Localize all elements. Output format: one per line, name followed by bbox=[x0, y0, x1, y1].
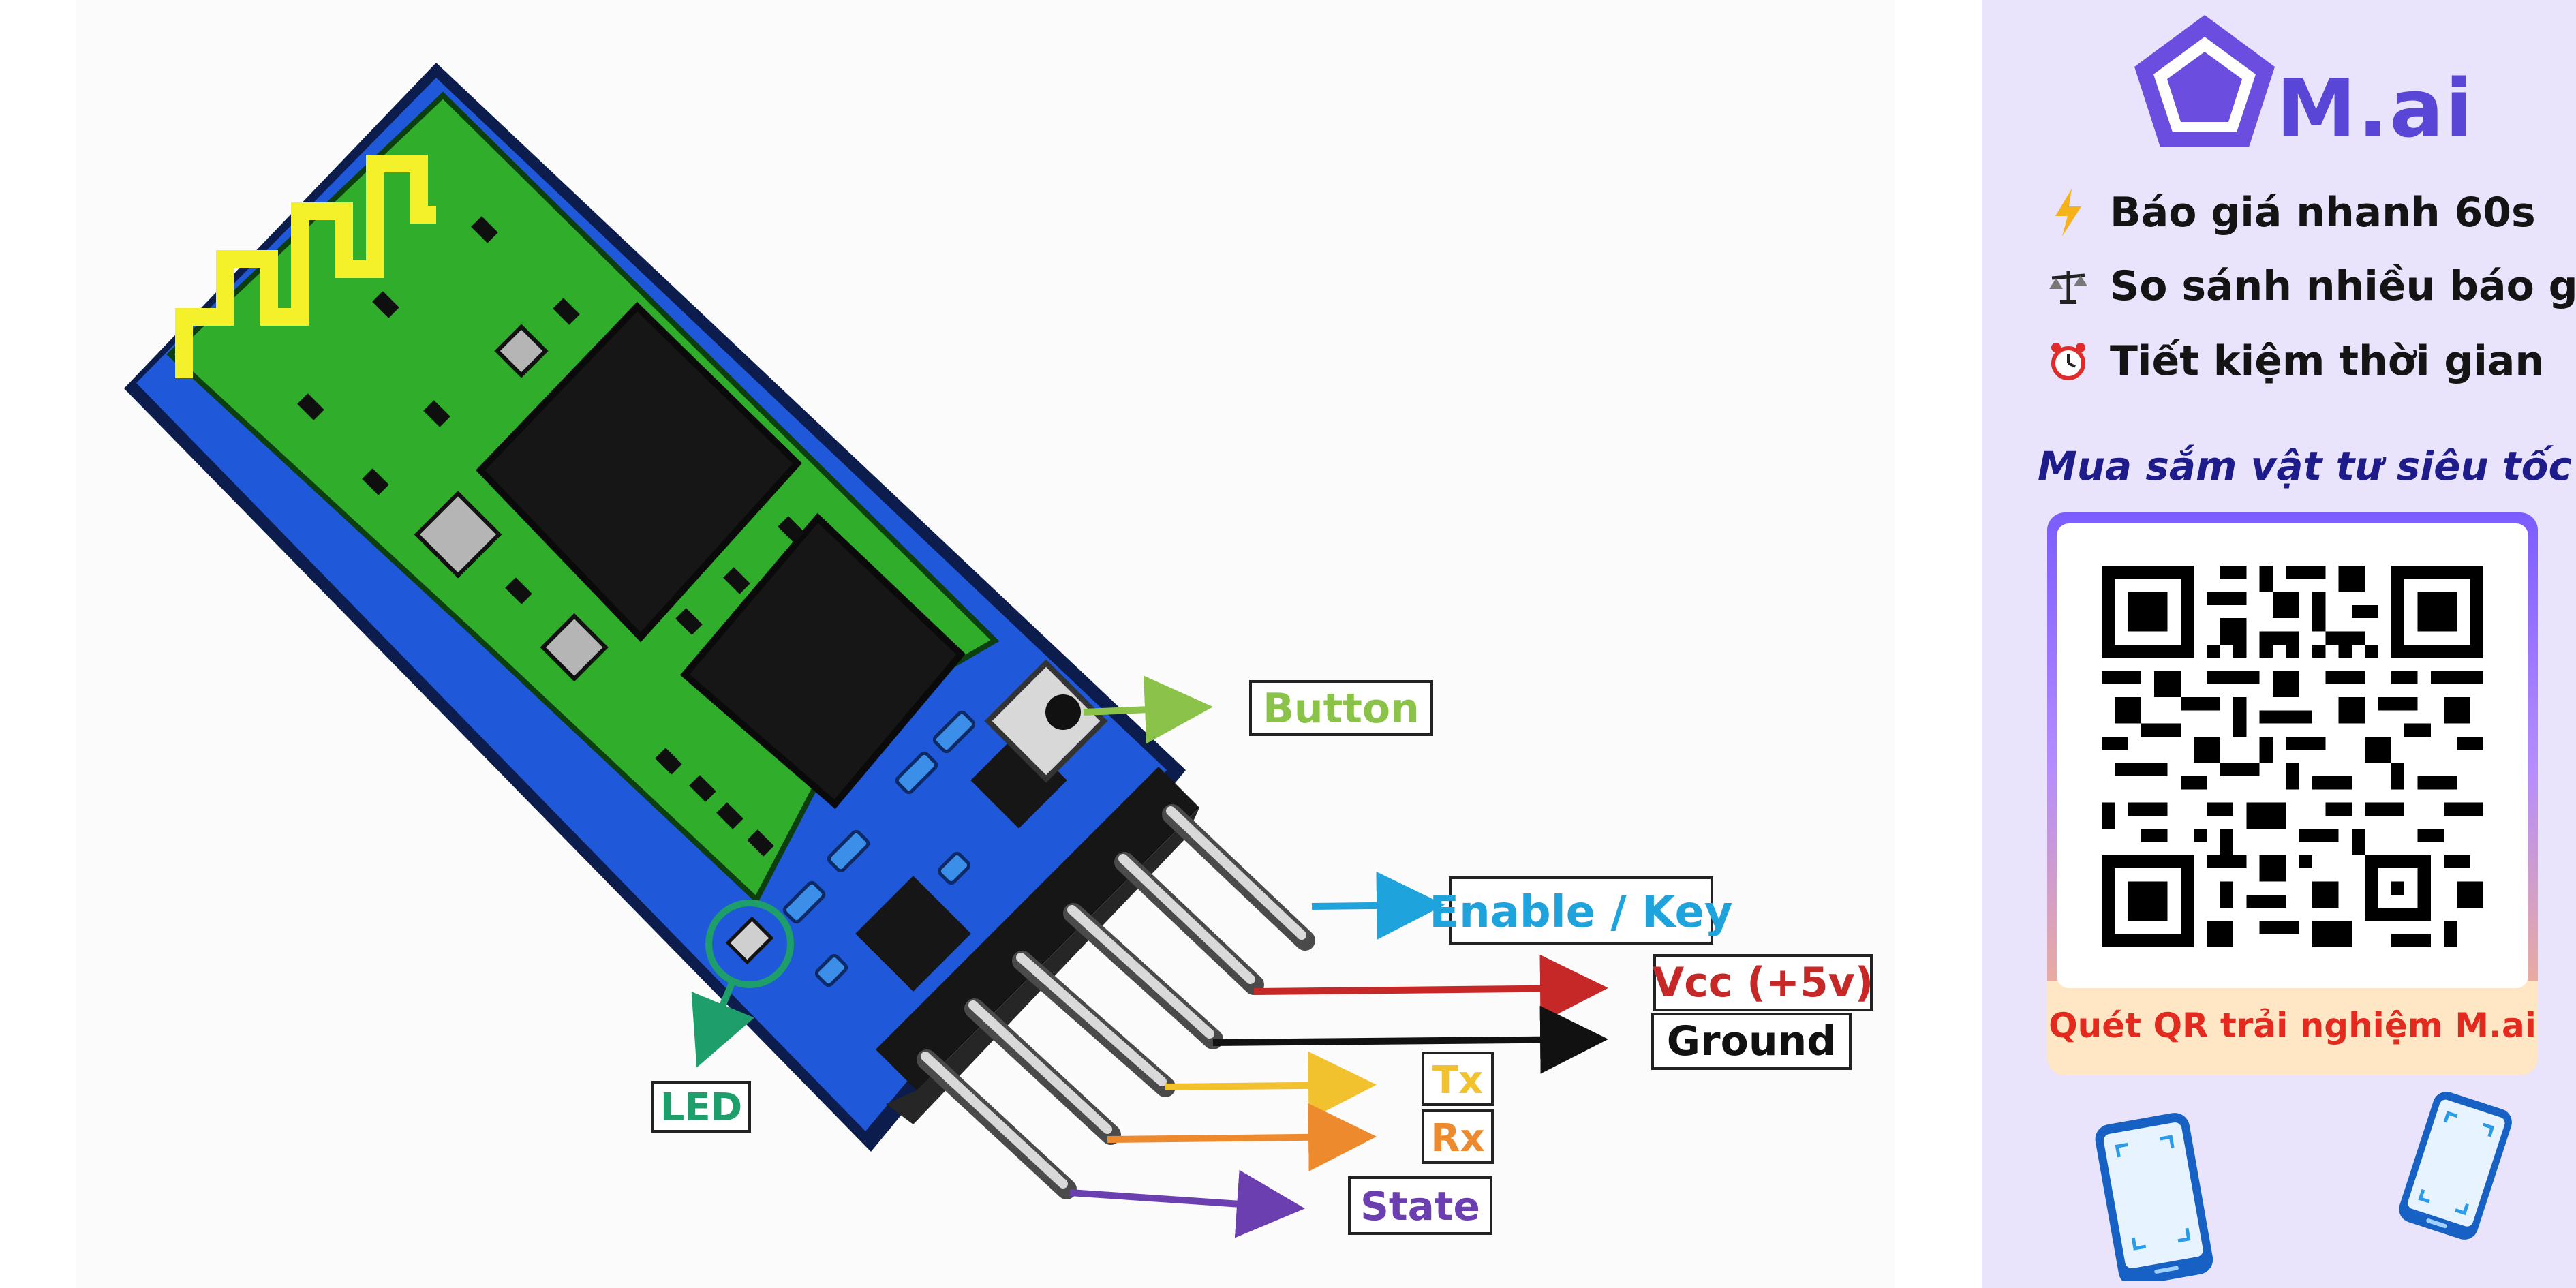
scale-icon bbox=[2044, 262, 2092, 310]
alarm-clock-icon bbox=[2044, 337, 2092, 385]
feature-text: Tiết kiệm thời gian bbox=[2110, 337, 2545, 385]
label-led-box: LED bbox=[651, 1081, 751, 1133]
pin-header bbox=[876, 767, 1315, 1199]
chip-flash bbox=[679, 512, 966, 810]
qr-card-footer bbox=[2047, 981, 2538, 1075]
label-tx: Tx bbox=[1432, 1058, 1483, 1103]
lightning-icon bbox=[2044, 189, 2092, 236]
label-enable-key-box: Enable / Key bbox=[1429, 876, 1733, 945]
label-tx-box: Tx bbox=[1422, 1052, 1494, 1106]
bluetooth-module-board bbox=[124, 63, 1186, 1152]
arrow-rx bbox=[1107, 1103, 1377, 1171]
label-ground: Ground bbox=[1667, 1017, 1836, 1065]
phone-scan-icon bbox=[2399, 1092, 2512, 1240]
arrow-enable-key bbox=[1311, 871, 1445, 940]
label-state-box: State bbox=[1348, 1176, 1492, 1235]
feature-item: Báo giá nhanh 60s bbox=[2044, 185, 2536, 240]
label-button: Button bbox=[1263, 685, 1420, 733]
label-rx: Rx bbox=[1430, 1116, 1484, 1161]
arrow-ground bbox=[1212, 1005, 1608, 1074]
feature-item: So sánh nhiều báo giá bbox=[2044, 259, 2576, 313]
label-button-box: Button bbox=[1249, 680, 1433, 736]
push-button bbox=[984, 659, 1108, 783]
pentagon-logo-icon bbox=[2134, 15, 2275, 147]
phone-scan-icon bbox=[2095, 1113, 2213, 1281]
feature-item: Tiết kiệm thời gian bbox=[2044, 334, 2544, 388]
label-ground-box: Ground bbox=[1651, 1013, 1852, 1070]
feature-text: Báo giá nhanh 60s bbox=[2110, 189, 2536, 236]
arrow-led bbox=[691, 980, 754, 1068]
antenna-trace bbox=[175, 155, 436, 378]
arrow-button bbox=[1083, 675, 1213, 744]
feature-text: So sánh nhiều báo giá bbox=[2110, 262, 2576, 310]
brand-name: M.ai bbox=[2276, 61, 2474, 155]
arrow-vcc bbox=[1253, 954, 1608, 1023]
label-led: LED bbox=[660, 1086, 742, 1130]
arrow-tx bbox=[1165, 1051, 1377, 1120]
label-state: State bbox=[1360, 1183, 1480, 1229]
label-rx-box: Rx bbox=[1422, 1109, 1494, 1164]
label-vcc-box: Vcc (+5v) bbox=[1653, 954, 1873, 1011]
led-highlight-ring bbox=[705, 900, 794, 988]
qr-code[interactable] bbox=[2102, 566, 2483, 947]
label-vcc: Vcc (+5v) bbox=[1653, 959, 1873, 1007]
arrow-state bbox=[1069, 1169, 1305, 1238]
label-enable-key: Enable / Key bbox=[1429, 887, 1732, 938]
chip-main bbox=[476, 301, 802, 643]
slogan: Mua sắm vật tư siêu tốc bbox=[2038, 443, 2572, 489]
qr-caption: Quét QR trải nghiệm M.ai bbox=[2049, 1006, 2536, 1045]
